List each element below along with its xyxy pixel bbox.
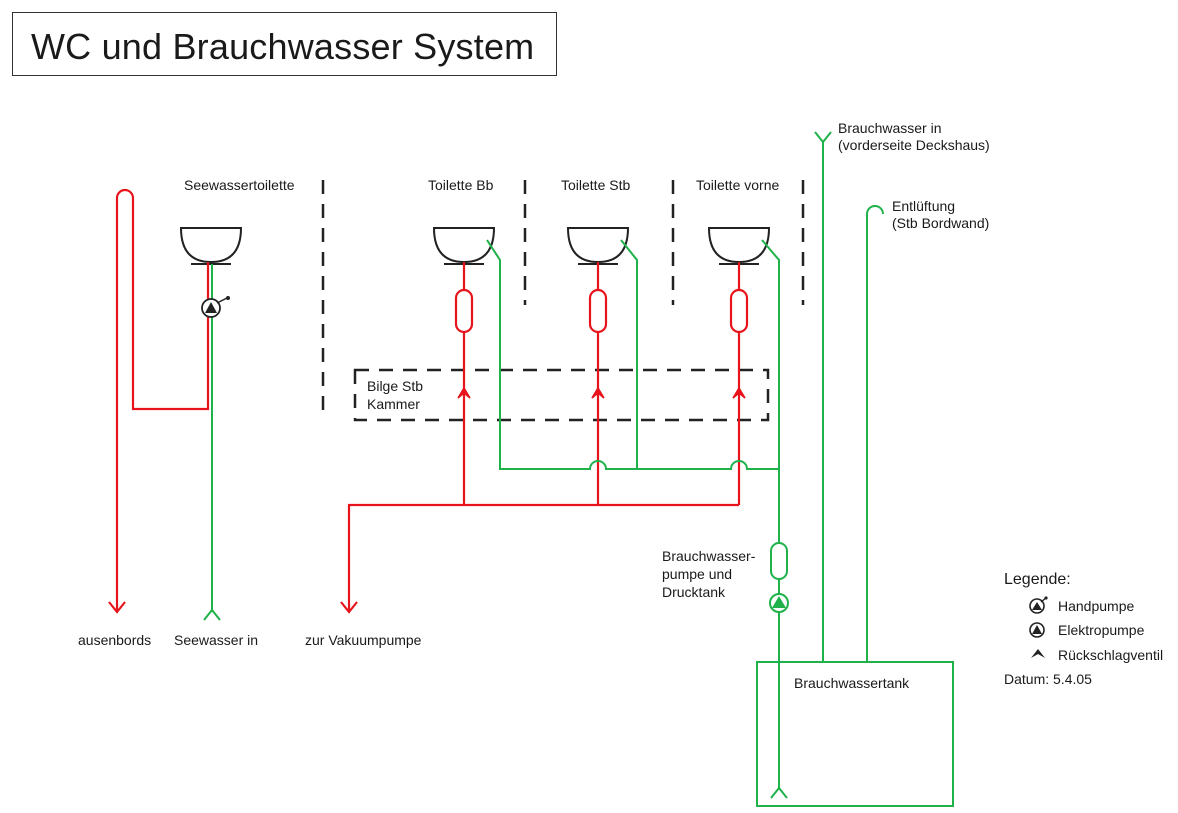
entlueftung-label-line1: Entlüftung: [892, 198, 956, 214]
flush-supply-stb: [620, 239, 638, 469]
bilge-label-line2: Kammer: [367, 396, 420, 412]
legend-item-elektropumpe: Elektropumpe: [1058, 622, 1145, 638]
legend-date: Datum: 5.4.05: [1004, 671, 1092, 687]
pumpe-label-line2: pumpe und: [662, 566, 733, 582]
check-valve-icon: [1031, 649, 1045, 658]
diagram-title: WC und Brauchwasser System: [31, 26, 535, 67]
vacuum-collector-line: [347, 503, 739, 610]
title-box: WC und Brauchwasser System: [12, 12, 557, 76]
drucktank: [770, 542, 788, 580]
brauchwasser-in-label-line1: Brauchwasser in: [838, 120, 942, 136]
entlueftung-line: [866, 205, 884, 662]
legend-item-handpumpe: Handpumpe: [1058, 598, 1135, 614]
water-lines: [203, 131, 954, 807]
stb-vacuum-tank: [588, 288, 608, 334]
electric-pump-icon: [1029, 622, 1045, 638]
bilge-label-line1: Bilge Stb: [367, 378, 424, 394]
vorne-vacuum-tank: [729, 288, 749, 334]
check-valve-stb: [591, 386, 605, 399]
compartment-boundaries: [321, 180, 805, 422]
bb-vacuum-tank: [454, 288, 474, 334]
brauchwassertank-box: [756, 661, 954, 807]
flush-supply-vorne: [761, 239, 780, 543]
pumpe-label-line1: Brauchwasser-: [662, 548, 756, 564]
entlueftung-label-line2: (Stb Bordwand): [892, 215, 990, 231]
handpump-icon: [1029, 596, 1048, 614]
hand-pump: [201, 296, 230, 318]
seewasser-in-label: Seewasser in: [174, 632, 259, 648]
legend-title: Legende:: [1004, 571, 1071, 588]
seewassertoilette-label: Seewassertoilette: [184, 177, 295, 193]
ausenbords-label: ausenbords: [78, 632, 152, 648]
vakuumpumpe-arrow: [340, 601, 358, 614]
legend-item-rueckschlagventil: Rückschlagventil: [1058, 647, 1164, 663]
brauchwasser-in-arrow: [814, 131, 832, 144]
tank-suction-arrow: [770, 786, 788, 799]
waste-lines: [108, 188, 749, 614]
outboard-drain-line: [115, 188, 210, 610]
toilette-vorne-bowl: [707, 227, 771, 264]
zur-vakuumpumpe-label: zur Vakuumpumpe: [305, 632, 422, 648]
bilge-compartment-box: [353, 368, 770, 422]
brauchwassertank-label: Brauchwassertank: [794, 675, 910, 691]
toilette-bb-bowl: [432, 227, 496, 264]
flush-supply-bb: [486, 239, 779, 470]
toilette-stb-label: Toilette Stb: [561, 177, 631, 193]
toilette-vorne-label: Toilette vorne: [696, 177, 780, 193]
brauchwasser-in-label-line2: (vorderseite Deckshaus): [838, 137, 990, 153]
check-valves: [457, 386, 746, 399]
toilette-bb-label: Toilette Bb: [428, 177, 494, 193]
check-valve-vorne: [732, 386, 746, 399]
seewassertoilette-bowl: [179, 227, 243, 264]
pumpe-label-line3: Drucktank: [662, 584, 726, 600]
toilet-bowls: [179, 227, 771, 265]
toilette-stb-bowl: [566, 227, 630, 264]
electric-pump: [769, 593, 789, 613]
ausenbords-arrow: [108, 601, 126, 614]
seewasser-in-arrow: [203, 608, 221, 621]
check-valve-bb: [457, 386, 471, 399]
